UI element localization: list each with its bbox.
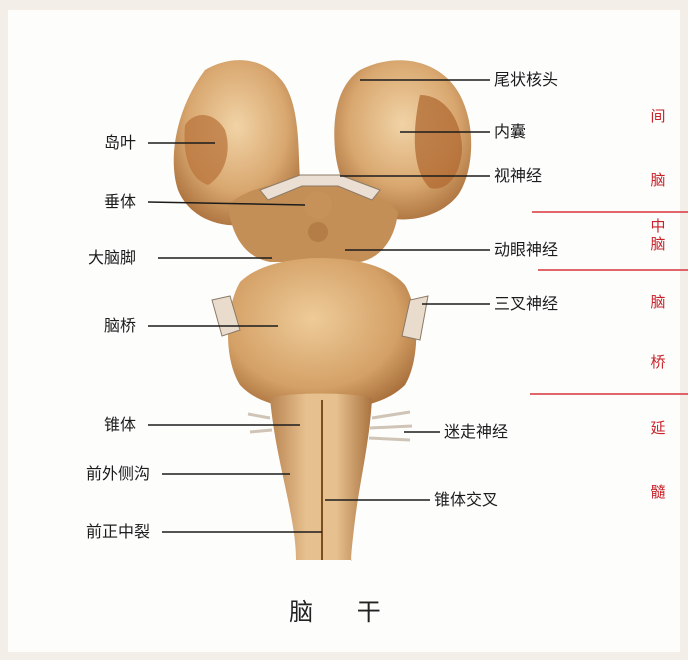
label-insula: 岛叶 <box>104 133 136 153</box>
label-optic-nerve: 视神经 <box>494 166 542 186</box>
region-midbrain-2: 脑 <box>646 236 670 253</box>
label-oculomotor-nerve: 动眼神经 <box>494 240 558 260</box>
pons-shape <box>228 258 416 410</box>
region-pons-2: 桥 <box>646 354 670 371</box>
label-internal-capsule: 内囊 <box>494 122 526 142</box>
label-anterolateral-sulcus: 前外侧沟 <box>86 464 150 484</box>
region-pons-1: 脑 <box>646 294 670 311</box>
label-pyramid: 锥体 <box>104 415 136 435</box>
label-pons: 脑桥 <box>104 316 136 336</box>
label-trigeminal-nerve: 三叉神经 <box>494 294 558 314</box>
label-vagus-nerve: 迷走神经 <box>444 422 508 442</box>
region-medulla-1: 延 <box>646 420 670 437</box>
label-caudate-head: 尾状核头 <box>494 70 558 90</box>
figure-title: 脑 干 <box>0 592 688 627</box>
region-midbrain-1: 中 <box>646 218 670 235</box>
region-diencephalon-1: 间 <box>646 108 670 125</box>
region-diencephalon-2: 脑 <box>646 172 670 189</box>
label-anterior-median-fissure: 前正中裂 <box>86 522 150 542</box>
region-medulla-2: 髓 <box>646 484 670 501</box>
pituitary-shape <box>304 191 332 219</box>
label-cerebral-peduncle: 大脑脚 <box>88 248 136 268</box>
label-pyramidal-decussation: 锥体交叉 <box>434 490 498 510</box>
label-pituitary: 垂体 <box>104 192 136 212</box>
